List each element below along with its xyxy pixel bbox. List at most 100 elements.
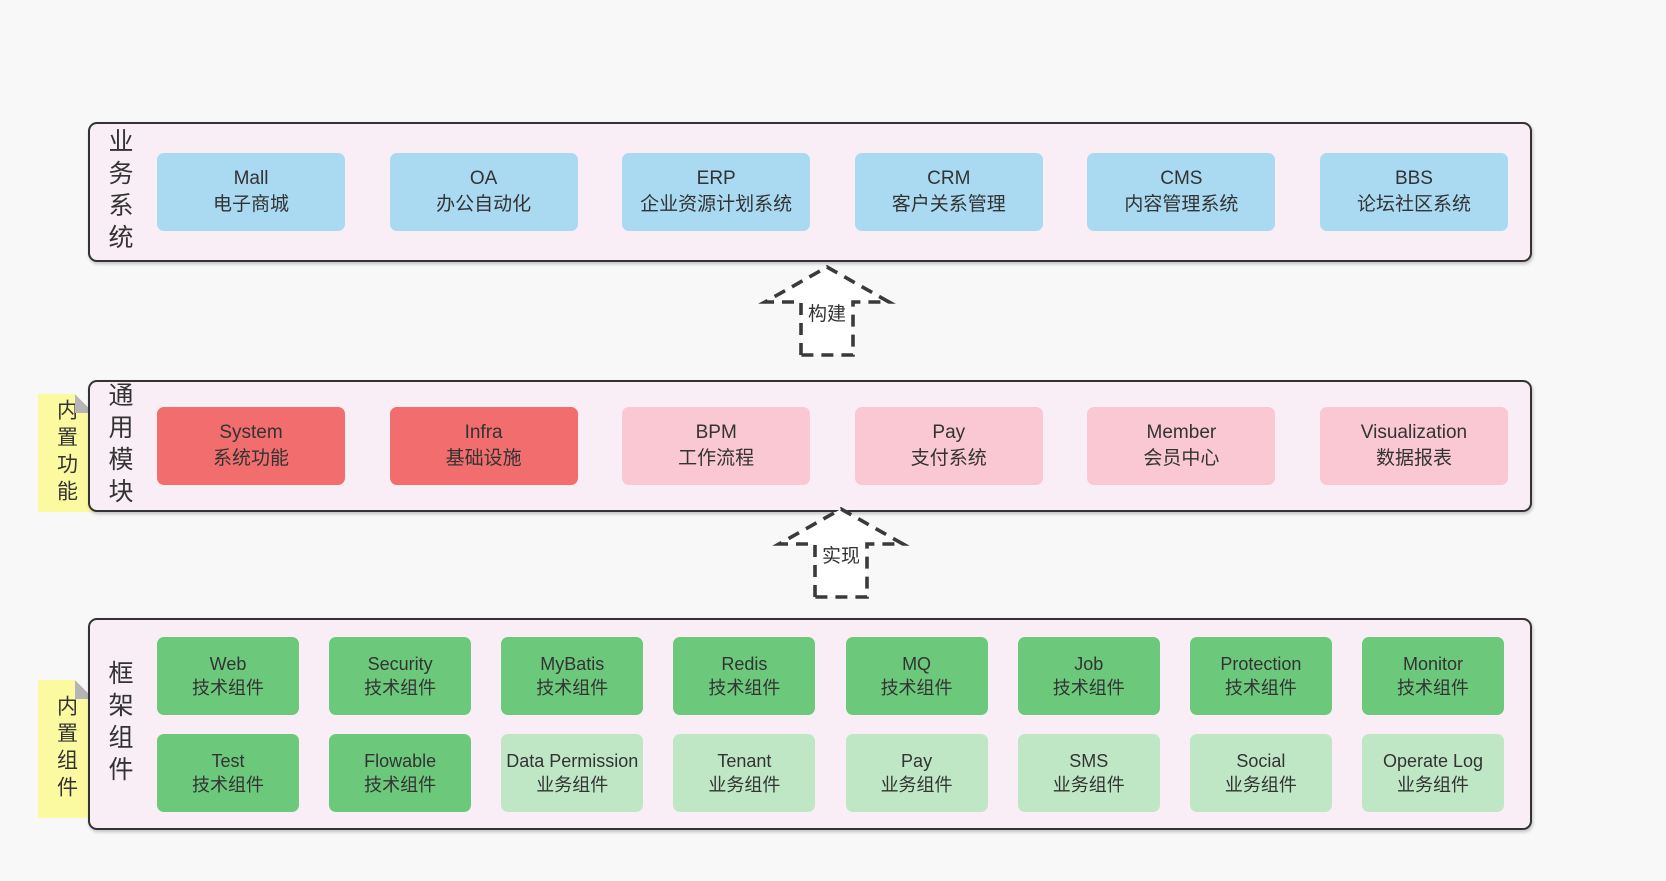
box-desc: 工作流程 (678, 448, 755, 469)
box-desc: 系统功能 (212, 448, 289, 469)
box-name: Operate Log (1382, 750, 1484, 771)
box-name: MyBatis (540, 653, 605, 674)
module-box: System 系统功能 (157, 407, 345, 485)
box-desc: 技术组件 (192, 774, 264, 795)
component-box: Web 技术组件 (157, 636, 299, 715)
box-desc: 业务组件 (708, 774, 781, 795)
component-box: MQ 技术组件 (845, 636, 988, 715)
system-box: OA 办公自动化 (389, 153, 578, 231)
box-name: Visualization (1360, 422, 1468, 443)
panel-label-components: 框架组件 (105, 660, 133, 788)
sticky-note-builtin-components: 内置组件 (38, 680, 94, 818)
implement-arrow-label: 实现 (816, 540, 866, 569)
box-name: Data Permission (506, 750, 639, 771)
system-box: Mall 电子商城 (157, 153, 345, 231)
component-box: SMS 业务组件 (1017, 733, 1160, 812)
box-name: Job (1074, 653, 1104, 674)
business-box-row: Mall 电子商城 OA 办公自动化 ERP 企业资源计划系统 CRM 客户关系… (131, 153, 1530, 231)
box-desc: 技术组件 (1224, 677, 1297, 698)
box-name: Pay (932, 422, 966, 443)
component-box: Protection 技术组件 (1189, 636, 1332, 715)
box-desc: 业务组件 (1224, 774, 1297, 795)
box-desc: 技术组件 (1396, 677, 1469, 698)
system-box: CRM 客户关系管理 (854, 153, 1043, 231)
component-box: Redis 技术组件 (673, 636, 816, 715)
box-desc: 技术组件 (192, 677, 264, 698)
box-desc: 业务组件 (1396, 774, 1469, 795)
sticky-note-builtin-features: 内置功能 (38, 394, 94, 512)
system-box: ERP 企业资源计划系统 (622, 153, 811, 231)
box-desc: 电子商城 (212, 194, 289, 215)
modules-box-row: System 系统功能 Infra 基础设施 BPM 工作流程 Pay 支付系统… (131, 407, 1530, 485)
build-arrow: 构建 (752, 262, 902, 358)
box-name: Web (209, 653, 247, 674)
box-desc: 客户关系管理 (891, 194, 1006, 215)
box-desc: 论坛社区系统 (1356, 194, 1471, 215)
box-name: ERP (696, 168, 736, 189)
components-row-1: Web 技术组件 Security 技术组件 MyBatis 技术组件 Redi… (157, 636, 1504, 715)
box-name: Social (1236, 750, 1286, 771)
component-box: Test 技术组件 (157, 733, 299, 812)
box-name: Redis (721, 653, 768, 674)
box-name: CMS (1160, 168, 1203, 189)
business-systems-panel: 业务系统 Mall 电子商城 OA 办公自动化 ERP 企业资源计划系统 CRM… (88, 122, 1532, 262)
component-box: Job 技术组件 (1017, 636, 1160, 715)
panel-label-modules: 通用模块 (105, 382, 133, 510)
components-row-2: Test 技术组件 Flowable 技术组件 Data Permission … (157, 733, 1504, 812)
component-box: MyBatis 技术组件 (501, 636, 644, 715)
box-name: Tenant (717, 750, 772, 771)
box-desc: 办公自动化 (436, 194, 532, 215)
common-modules-panel: 通用模块 System 系统功能 Infra 基础设施 BPM 工作流程 Pay… (88, 380, 1532, 512)
box-desc: 支付系统 (910, 448, 987, 469)
components-rows: Web 技术组件 Security 技术组件 MyBatis 技术组件 Redi… (131, 636, 1530, 812)
box-desc: 业务组件 (880, 774, 953, 795)
box-desc: 技术组件 (708, 677, 781, 698)
box-desc: 企业资源计划系统 (640, 194, 793, 215)
component-box: Data Permission 业务组件 (501, 733, 644, 812)
component-box: Monitor 技术组件 (1361, 636, 1504, 715)
module-box: Infra 基础设施 (389, 407, 578, 485)
module-box: BPM 工作流程 (622, 407, 811, 485)
panel-label-business: 业务系统 (105, 128, 133, 256)
framework-components-panel: 框架组件 Web 技术组件 Security 技术组件 MyBatis 技术组件… (88, 618, 1532, 830)
box-desc: 技术组件 (1052, 677, 1125, 698)
implement-arrow: 实现 (766, 504, 916, 600)
box-desc: 技术组件 (364, 774, 437, 795)
build-arrow-label: 构建 (802, 298, 852, 327)
box-name: Test (211, 750, 245, 771)
box-desc: 技术组件 (536, 677, 609, 698)
sticky-note-text: 内置功能 (54, 399, 78, 507)
box-name: Infra (464, 422, 503, 443)
box-desc: 基础设施 (445, 448, 522, 469)
component-box: Operate Log 业务组件 (1361, 733, 1504, 812)
box-desc: 技术组件 (880, 677, 953, 698)
module-box: Pay 支付系统 (854, 407, 1043, 485)
box-name: System (219, 422, 283, 443)
component-box: Social 业务组件 (1189, 733, 1332, 812)
box-name: MQ (902, 653, 932, 674)
component-box: Security 技术组件 (329, 636, 472, 715)
system-box: BBS 论坛社区系统 (1319, 153, 1508, 231)
module-box: Visualization 数据报表 (1319, 407, 1508, 485)
component-box: Pay 业务组件 (845, 733, 988, 812)
box-name: BPM (695, 422, 737, 443)
box-name: Flowable (364, 750, 437, 771)
module-box: Member 会员中心 (1087, 407, 1276, 485)
box-name: Member (1146, 422, 1217, 443)
component-box: Tenant 业务组件 (673, 733, 816, 812)
box-desc: 技术组件 (364, 677, 437, 698)
box-name: Protection (1220, 653, 1302, 674)
box-name: SMS (1069, 750, 1109, 771)
box-desc: 业务组件 (536, 774, 609, 795)
box-desc: 内容管理系统 (1124, 194, 1239, 215)
box-name: CRM (927, 168, 971, 189)
box-name: Security (367, 653, 433, 674)
component-box: Flowable 技术组件 (329, 733, 472, 812)
system-box: CMS 内容管理系统 (1087, 153, 1276, 231)
box-name: BBS (1394, 168, 1433, 189)
box-name: OA (469, 168, 498, 189)
box-name: Mall (233, 168, 269, 189)
box-name: Pay (901, 750, 933, 771)
box-desc: 业务组件 (1052, 774, 1125, 795)
